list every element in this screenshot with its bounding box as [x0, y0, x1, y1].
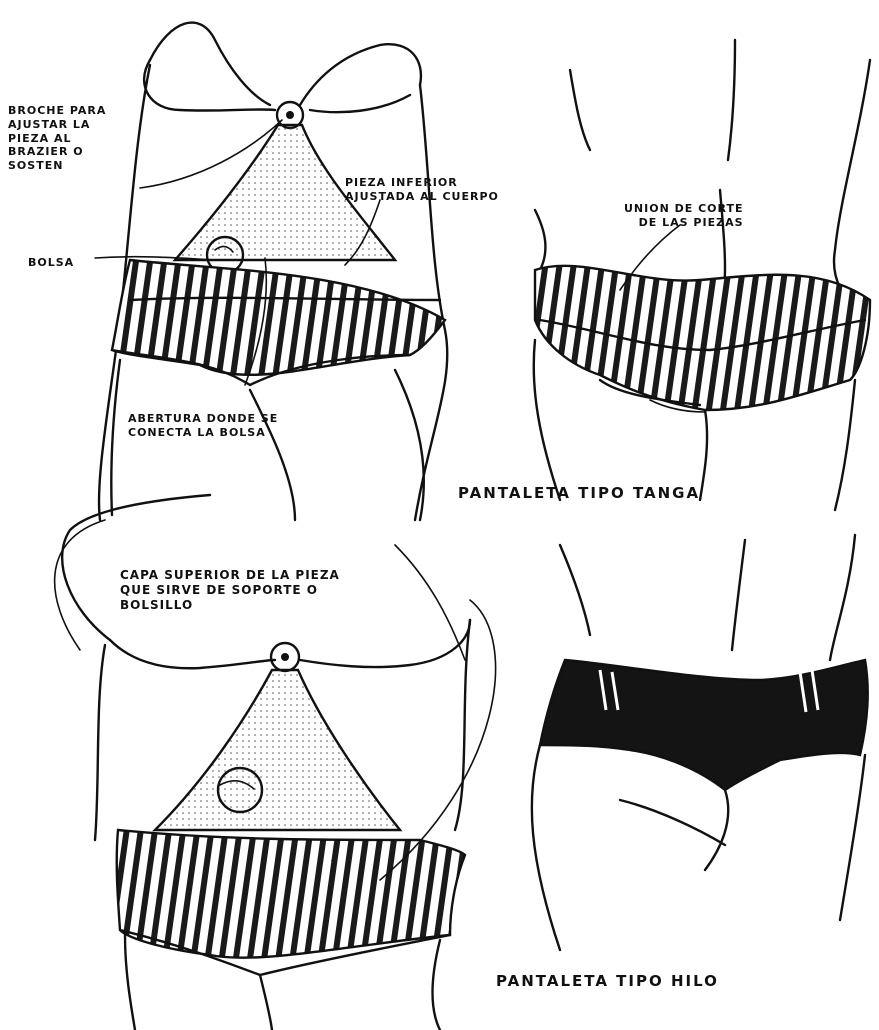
label-abertura-line-1: Abertura donde se: [128, 412, 278, 426]
figure-top-left: [95, 23, 447, 520]
label-bolsa: Bolsa: [28, 256, 74, 270]
label-hilo: Pantaleta tipo hilo: [496, 972, 719, 991]
label-abertura: Abertura donde se conecta la bolsa: [128, 412, 278, 440]
label-capa-superior-line-3: bolsillo: [120, 598, 340, 613]
label-abertura-line-2: conecta la bolsa: [128, 426, 278, 440]
label-capa-superior-line-1: Capa superior de la pieza: [120, 568, 340, 583]
label-broche-line-5: sosten: [8, 159, 106, 173]
label-broche-line-4: brazier o: [8, 145, 106, 159]
label-pieza-inferior-line-2: ajustada al cuerpo: [345, 190, 499, 204]
label-union: Union de corte de las piezas: [624, 202, 744, 230]
label-union-line-1: Union de corte: [624, 202, 744, 216]
label-broche-line-1: Broche para: [8, 104, 106, 118]
label-broche: Broche para ajustar la pieza al brazier …: [8, 104, 106, 173]
figure-bottom-right-hilo: [532, 535, 868, 950]
label-capa-superior-line-2: que sirve de soporte o: [120, 583, 340, 598]
label-pieza-inferior: Pieza inferior ajustada al cuerpo: [345, 176, 499, 204]
label-capa-superior: Capa superior de la pieza que sirve de s…: [120, 568, 340, 613]
label-broche-line-2: ajustar la: [8, 118, 106, 132]
figure-top-right-tanga: [534, 40, 870, 510]
label-broche-line-3: pieza al: [8, 132, 106, 146]
label-pieza-inferior-line-1: Pieza inferior: [345, 176, 499, 190]
label-tanga: Pantaleta tipo tanga: [458, 484, 700, 503]
label-union-line-2: de las piezas: [624, 216, 744, 230]
